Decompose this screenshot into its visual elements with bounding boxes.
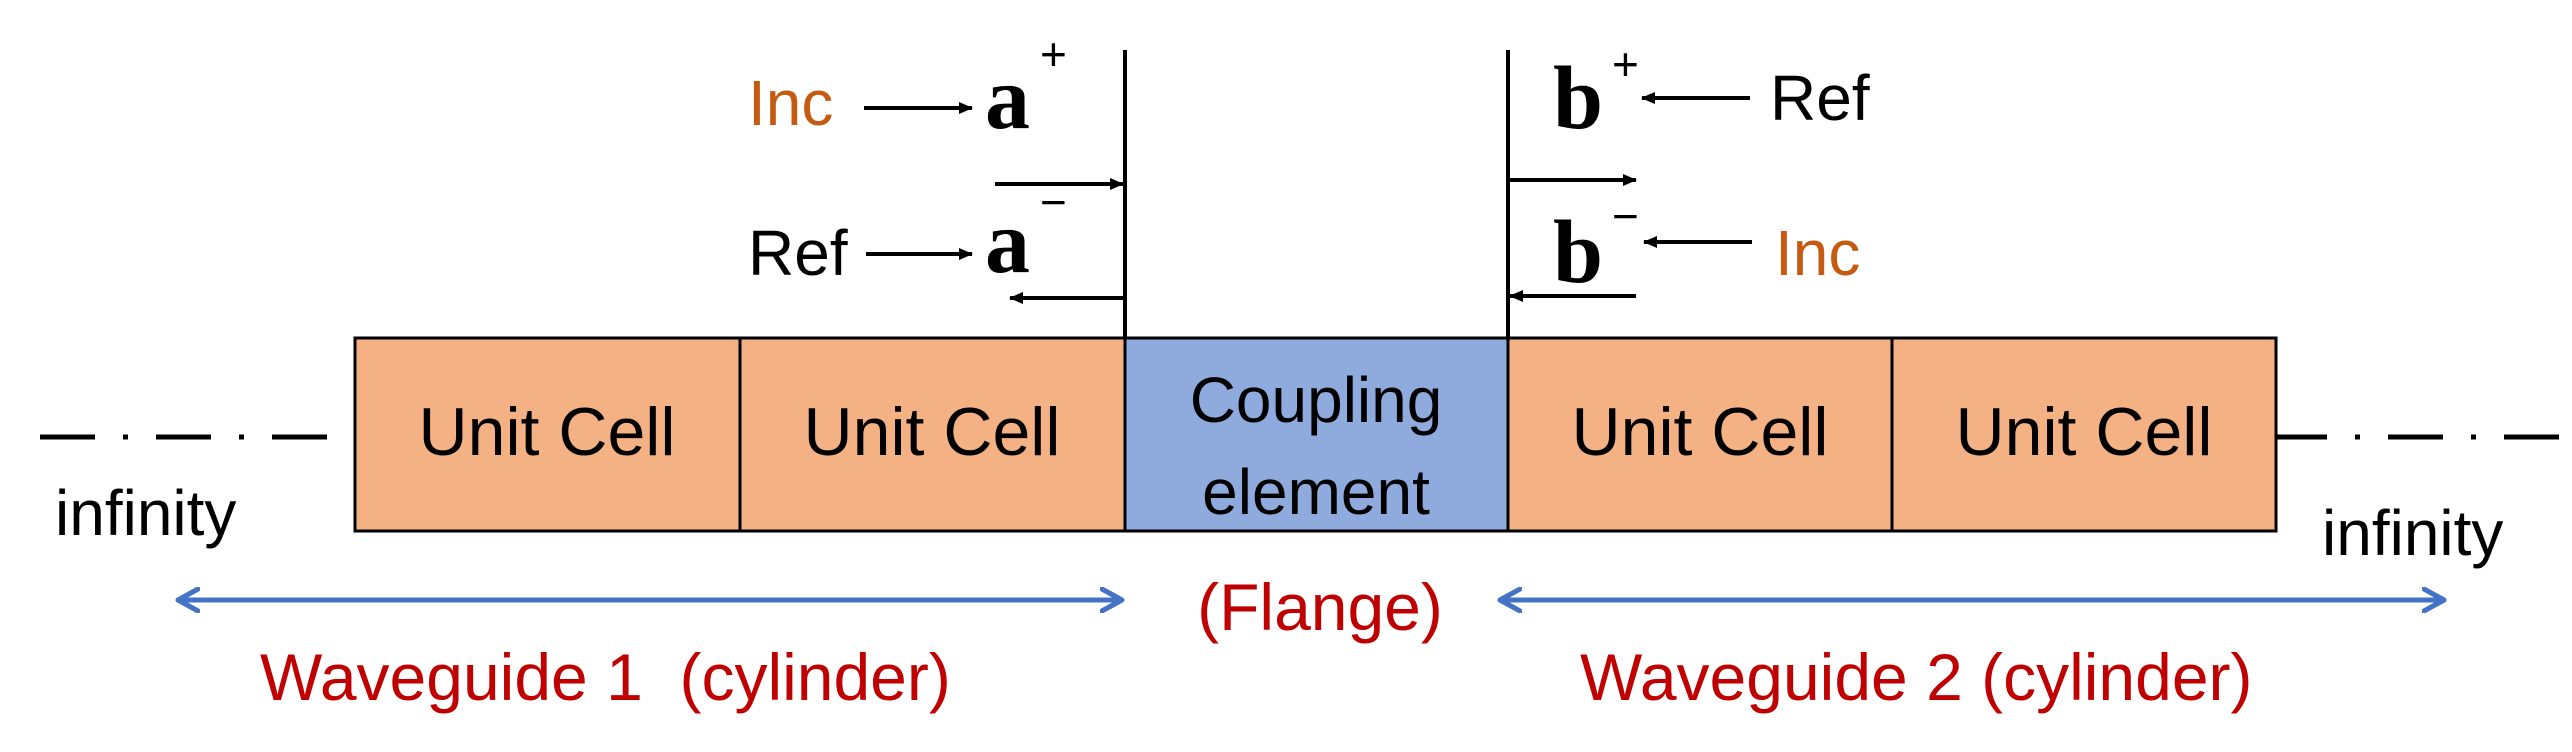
unit-cell-3	[1506, 336, 1894, 533]
left-ref-label: Ref	[748, 217, 848, 289]
coupling-label-line2: element	[1202, 456, 1430, 528]
right-ref-label: Ref	[1770, 62, 1870, 134]
infinity-right-label: infinity	[2322, 497, 2503, 569]
a-plus-symbol: a	[985, 49, 1030, 148]
unit-cell-3-label: Unit Cell	[1572, 394, 1829, 470]
infinity-left-label: infinity	[55, 477, 236, 549]
a-plus-sign: +	[1040, 28, 1067, 80]
a-minus-symbol: a	[985, 193, 1030, 292]
right-inc-label: Inc	[1775, 217, 1860, 289]
unit-cell-1	[353, 336, 742, 533]
b-plus-sign: +	[1612, 38, 1639, 90]
waveguide2-label: Waveguide 2 (cylinder)	[1580, 640, 2253, 714]
b-minus-sign: −	[1612, 190, 1639, 242]
coupling-element	[1123, 336, 1510, 533]
unit-cell-4-label: Unit Cell	[1956, 394, 2213, 470]
left-inc-label: Inc	[748, 67, 833, 139]
a-minus-sign: −	[1040, 176, 1067, 228]
waveguide1-label: Waveguide 1 (cylinder)	[260, 640, 951, 714]
unit-cell-2	[738, 336, 1127, 533]
coupling-label-line1: Coupling	[1190, 364, 1443, 436]
flange-label: (Flange)	[1197, 570, 1443, 644]
unit-cell-1-label: Unit Cell	[419, 394, 676, 470]
b-plus-symbol: b	[1553, 49, 1603, 148]
unit-cell-2-label: Unit Cell	[804, 394, 1061, 470]
b-minus-symbol: b	[1553, 203, 1603, 302]
unit-cell-4	[1890, 336, 2278, 533]
